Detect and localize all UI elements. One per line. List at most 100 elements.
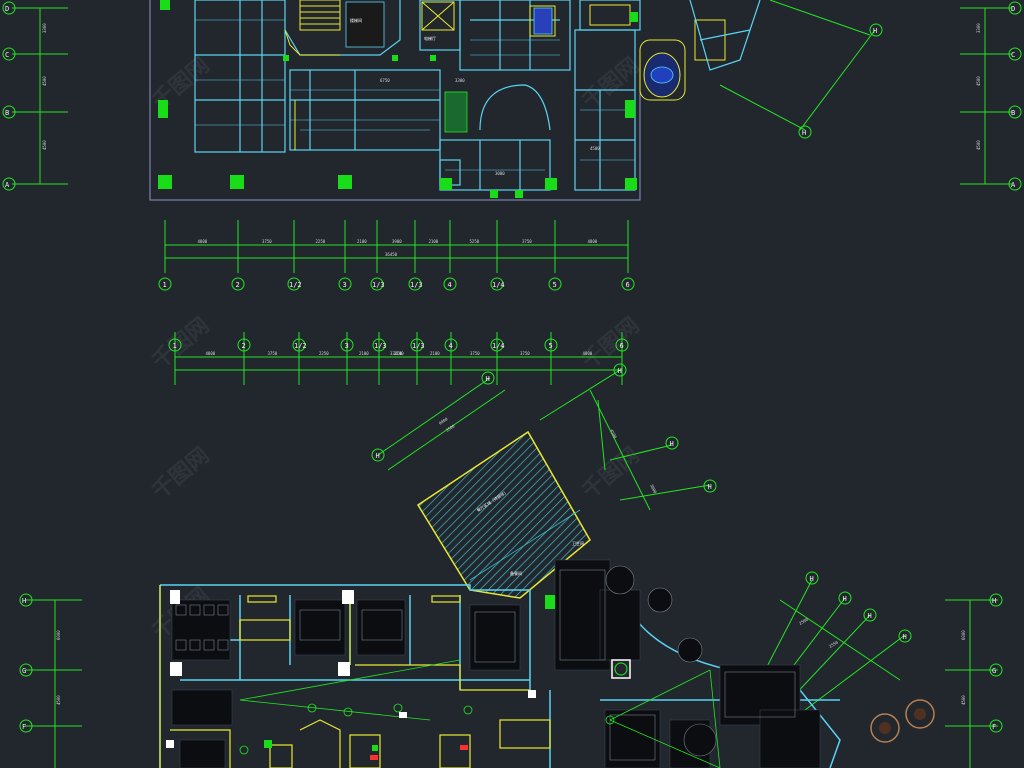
svg-text:G: G	[992, 667, 996, 675]
angled-dim: 3500	[445, 423, 456, 433]
svg-text:H: H	[873, 27, 877, 35]
svg-text:A: A	[1011, 181, 1016, 189]
axis-bubble: H	[798, 125, 812, 139]
angled-axis-bubble: H	[613, 363, 627, 377]
svg-text:B: B	[5, 109, 9, 117]
bottom-column-bubble: 4	[444, 338, 458, 352]
bottom-plan-columns	[166, 590, 536, 748]
svg-text:C: C	[1011, 51, 1015, 59]
top-right-row-axis: 3300 4500 4500 D C B A	[960, 1, 1022, 191]
bottom-bay-dim: 2100	[359, 351, 369, 356]
top-column-bubble: 1/3	[408, 277, 423, 291]
bottom-bay-dim: 4800	[206, 351, 216, 356]
svg-text:H: H	[992, 597, 996, 605]
angled-axis-bubble: H	[481, 371, 495, 385]
svg-text:1/2: 1/2	[289, 281, 302, 289]
watermark-text: 千图网	[578, 443, 645, 505]
svg-text:1/3: 1/3	[410, 281, 423, 289]
svg-text:5: 5	[553, 281, 557, 289]
svg-text:H: H	[486, 375, 490, 383]
bottom-column-bubble: 3	[340, 338, 354, 352]
bottom-plan-round-tables	[605, 565, 935, 757]
top-plan-reception-block	[533, 7, 553, 35]
top-column-bubble: 1/3	[370, 277, 385, 291]
bottom-column-bubble: 1	[168, 338, 182, 352]
top-bay-dim: 2100	[429, 239, 439, 244]
top-room-label: 楼梯间	[350, 17, 362, 23]
top-bay-dim: 2100	[357, 239, 367, 244]
top-column-bubble: 2	[231, 277, 245, 291]
angled-axis-bubble: H	[898, 629, 912, 643]
svg-text:H: H	[670, 440, 674, 448]
angled-dim: 3000	[649, 483, 658, 494]
top-bay-dim: 3750	[522, 239, 532, 244]
svg-text:H: H	[810, 575, 814, 583]
svg-text:6: 6	[620, 342, 624, 350]
row-bubble: C	[1008, 47, 1022, 61]
svg-text:1/3: 1/3	[374, 342, 387, 350]
svg-text:3300: 3300	[455, 78, 465, 83]
angled-axis-bubble: H	[703, 479, 717, 493]
bottom-bay-dim: 4800	[583, 351, 593, 356]
bottom-bay-dim: 2100	[430, 351, 440, 356]
svg-text:4500: 4500	[42, 76, 47, 86]
top-bay-dim: 5250	[470, 239, 480, 244]
svg-text:4500: 4500	[961, 695, 966, 705]
svg-text:1/3: 1/3	[372, 281, 385, 289]
svg-text:2: 2	[242, 342, 246, 350]
top-plan-columns	[158, 0, 638, 198]
svg-text:F: F	[22, 723, 26, 731]
watermark-text: 千图网	[148, 443, 215, 505]
svg-text:4500: 4500	[56, 695, 61, 705]
bottom-plan-light-symbols	[239, 703, 615, 755]
top-plan-angled-wing	[689, 0, 761, 71]
svg-text:C: C	[5, 51, 9, 59]
angled-axis-bubble: H	[665, 436, 679, 450]
svg-text:D: D	[5, 5, 9, 13]
axis-bubble: H	[869, 23, 883, 37]
bottom-column-bubble: 1/4	[490, 338, 505, 352]
angled-axis-bubble: H	[838, 591, 852, 605]
bottom-plan-chairs	[175, 569, 796, 761]
bottom-total-dim: 33450	[390, 351, 403, 356]
svg-text:H: H	[708, 483, 712, 491]
row-bubble: A	[1008, 177, 1022, 191]
angled-axis-bubble: H	[805, 571, 819, 585]
svg-text:1/4: 1/4	[492, 342, 505, 350]
top-left-row-axis: 3300 4500 4500 D C B A	[2, 1, 68, 191]
svg-text:3: 3	[343, 281, 347, 289]
top-plan-inner-dims: 6750 3300 3000 4500	[380, 78, 600, 176]
row-bubble: G	[989, 663, 1003, 677]
bottom-bay-dim: 3750	[470, 351, 480, 356]
top-plan-angled-axis-bubbles: H H	[798, 23, 883, 139]
svg-text:B: B	[1011, 109, 1015, 117]
angled-axis-bubble: H	[863, 608, 877, 622]
row-bubble: B	[1008, 105, 1022, 119]
svg-text:4500: 4500	[42, 140, 47, 150]
row-bubble: B	[2, 105, 16, 119]
watermark-text: 千图网	[578, 313, 645, 375]
top-room-label: 电梯厅	[424, 35, 436, 41]
top-column-bubble: 1/4	[490, 277, 505, 291]
bottom-bay-dim: 2100	[394, 351, 404, 356]
top-bay-dim: 3900	[392, 239, 402, 244]
svg-text:6000: 6000	[961, 630, 966, 640]
bottom-plan-sight-lines	[239, 659, 721, 768]
svg-text:A: A	[5, 181, 10, 189]
svg-text:H: H	[618, 367, 622, 375]
top-bay-dim: 4800	[198, 239, 208, 244]
svg-text:1: 1	[173, 342, 177, 350]
top-plan-furniture	[284, 0, 726, 150]
svg-text:H: H	[802, 129, 806, 137]
bottom-column-bubble: 5	[544, 338, 558, 352]
svg-text:H: H	[868, 612, 872, 620]
bottom-plan-accent-marks	[370, 659, 631, 760]
svg-text:1/2: 1/2	[294, 342, 307, 350]
bottom-column-bubble: 1/3	[410, 338, 425, 352]
row-bubble: G	[19, 663, 33, 677]
row-bubble: F	[989, 719, 1003, 733]
row-bubble: D	[1008, 1, 1022, 15]
